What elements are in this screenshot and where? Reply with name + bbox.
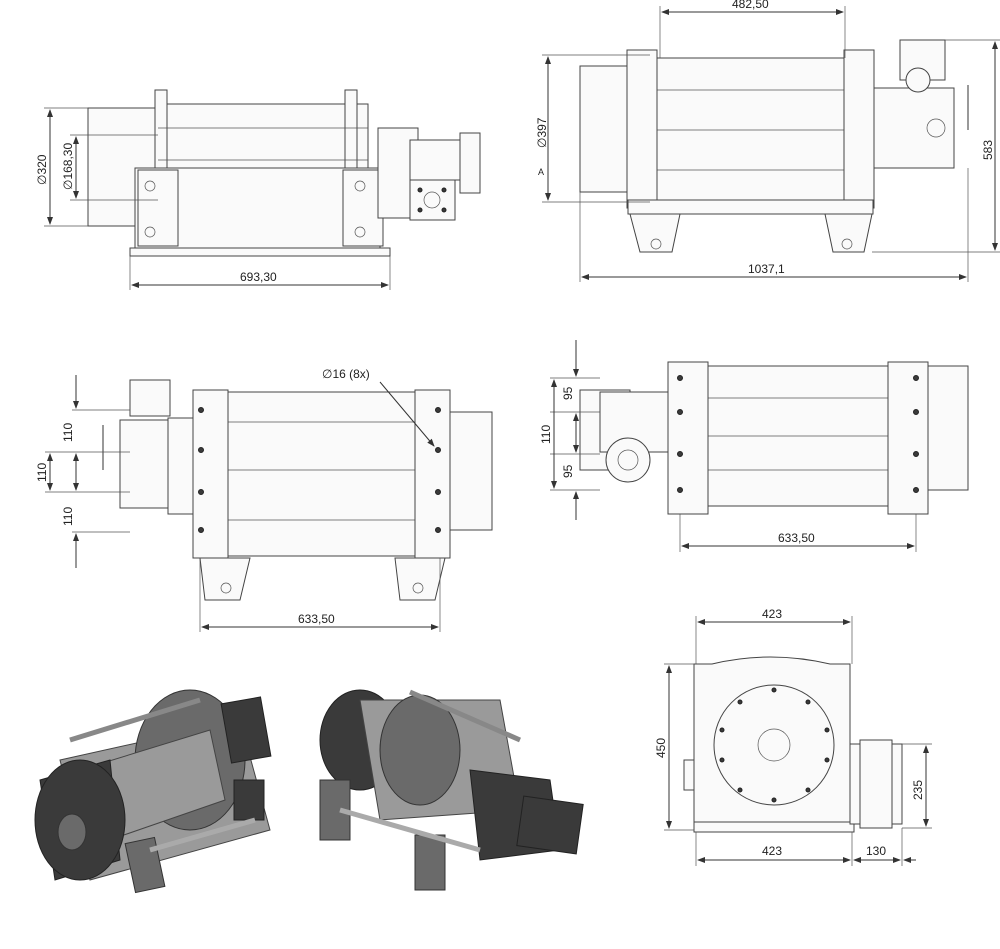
dim-mid-left-110-c: 110 [61,507,75,526]
view-top-right: 482,50 1037,1 583 ∅397 A [535,0,1000,282]
dim-top-right-482: 482,50 [732,0,769,11]
flange-bolts [719,687,830,803]
dim-end-motor-235: 235 [911,780,925,800]
render-winch-left [34,689,272,894]
dim-dia-168: ∅168,30 [61,143,75,190]
dim-width-top-right: 1037,1 [748,262,785,276]
view-end: 423 423 130 450 235 [654,607,932,866]
view-mid-right: 633,50 95 110 95 [539,340,969,552]
dim-mid-right-95-b: 95 [561,464,575,478]
hole-note: ∅16 (8x) [322,367,370,381]
view-top-left: 693,30 ∅320 ∅168,30 [35,89,481,290]
dim-end-top-423: 423 [762,607,782,621]
dim-mid-right-110: 110 [539,425,553,444]
dim-mid-left-110-b: 110 [35,463,49,482]
view-mid-left: ∅16 (8x) 633,50 110 110 110 [35,367,493,632]
render-winch-right [319,689,584,891]
dim-end-height-450: 450 [654,738,668,758]
dim-end-bottom-423: 423 [762,844,782,858]
dim-end-side-130: 130 [866,844,886,858]
dim-dia-397: ∅397 [535,117,549,148]
dim-mid-right-95-a: 95 [561,386,575,400]
dim-height-583: 583 [981,140,995,160]
dim-dia-320: ∅320 [35,154,49,185]
label-a: A [538,167,544,177]
dim-width-top-left: 693,30 [240,270,277,284]
dim-width-mid-left: 633,50 [298,612,335,626]
dim-width-mid-right: 633,50 [778,531,815,545]
dim-mid-left-110-a: 110 [61,423,75,442]
